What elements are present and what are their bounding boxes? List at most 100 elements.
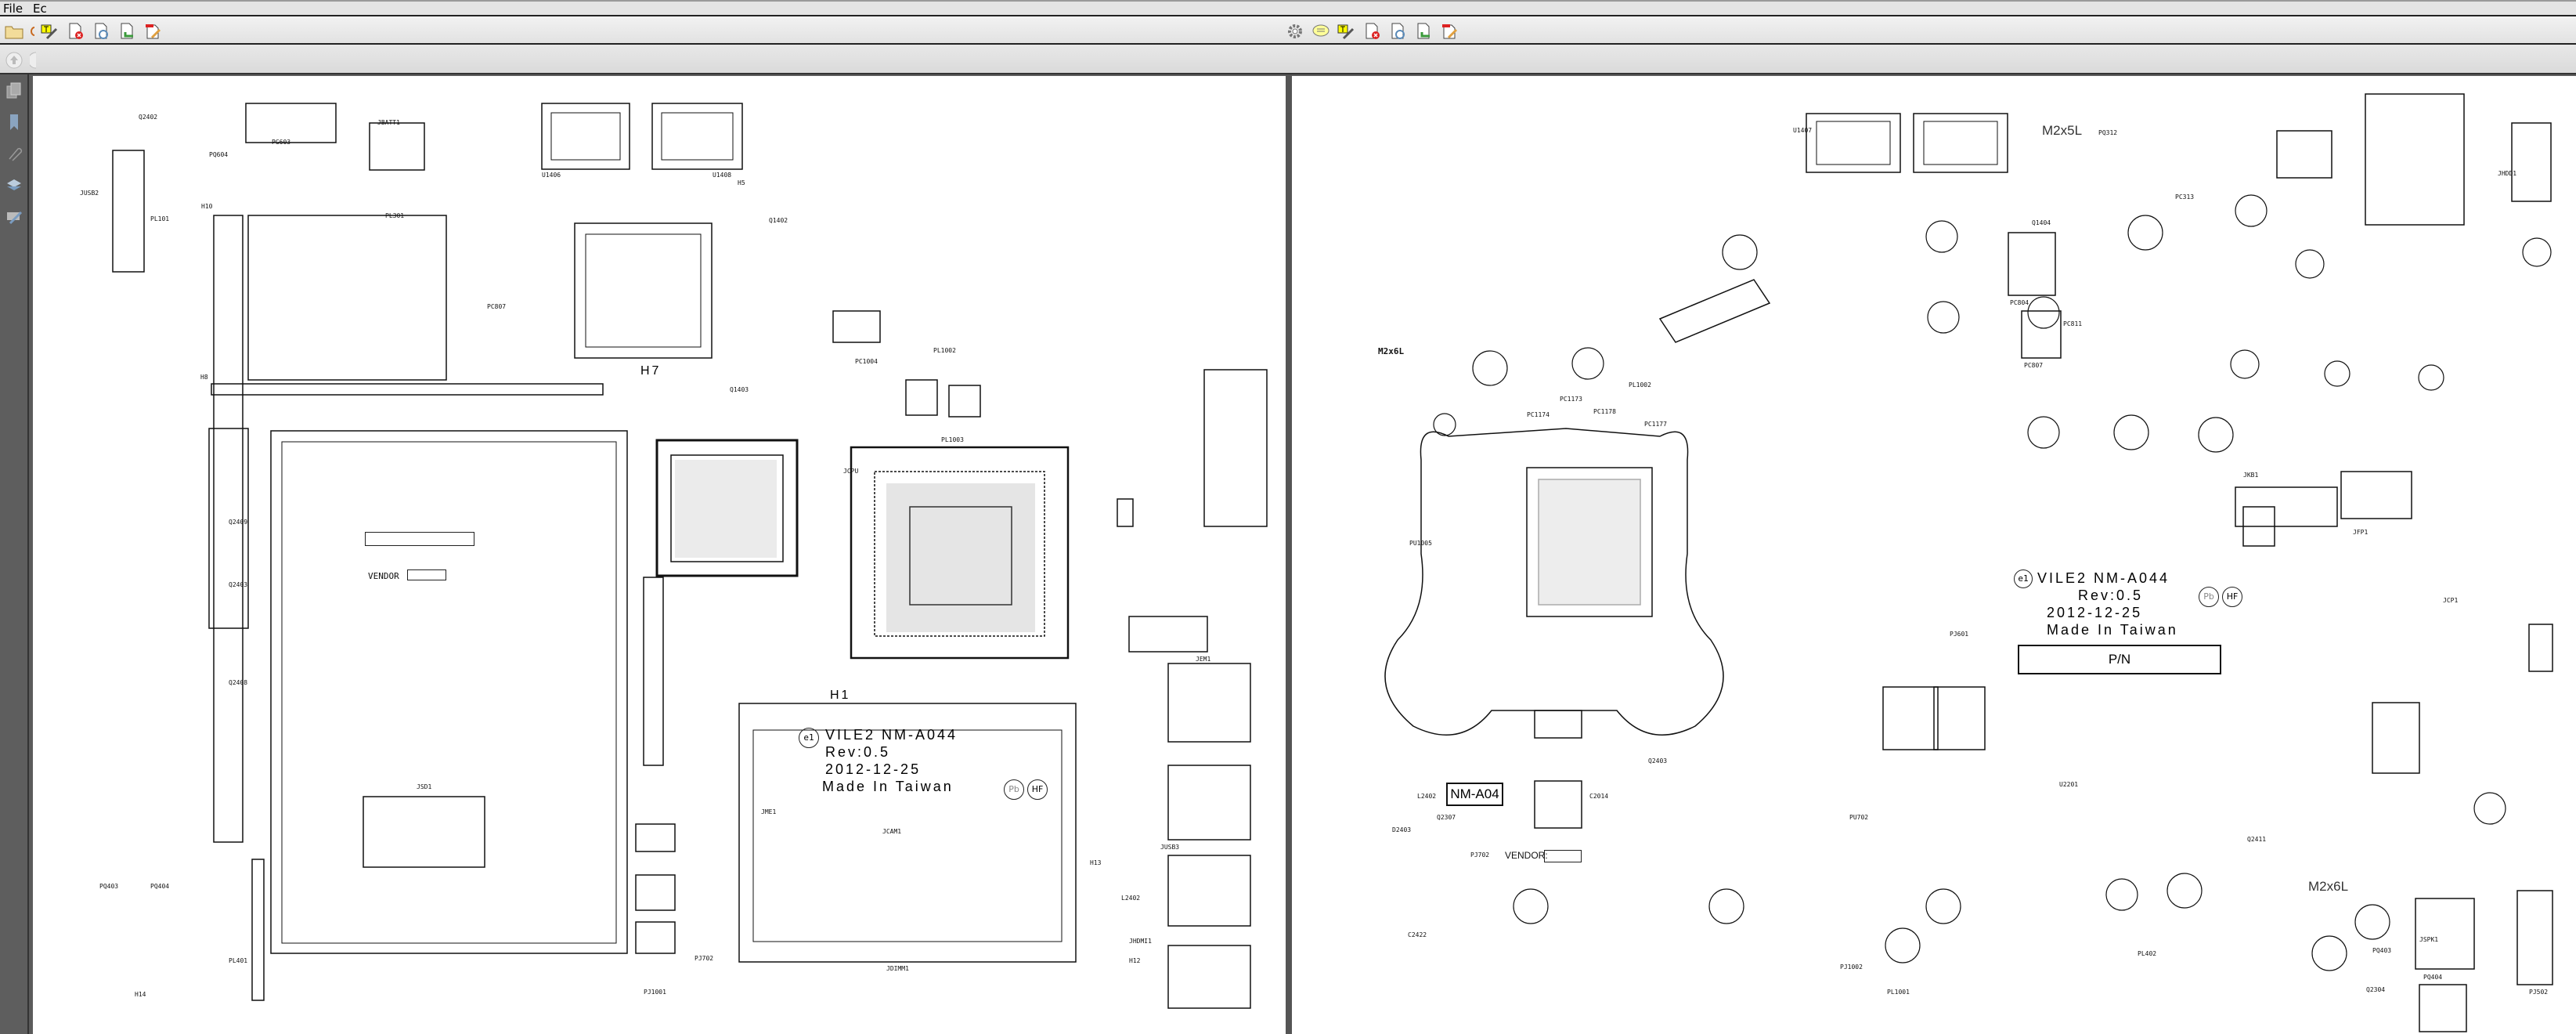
open-folder-icon[interactable]: [5, 23, 23, 40]
ref-label: PC1177: [1644, 421, 1667, 428]
ref-label: JKB1: [2243, 472, 2259, 479]
ref-label: Q2408: [229, 679, 248, 686]
export-file-icon[interactable]: [1416, 23, 1433, 40]
signature-icon[interactable]: [5, 208, 23, 225]
ref-label: Q2307: [1437, 814, 1456, 821]
ref-label: PQ404: [2423, 974, 2443, 981]
pages-icon[interactable]: [5, 82, 23, 99]
ref-label: PL1002: [1629, 381, 1651, 389]
ref-label: U1407: [1793, 127, 1813, 134]
ref-label: PL1001: [1887, 989, 1910, 996]
screw-spec-label: M2x6L: [2308, 879, 2349, 894]
layers-icon[interactable]: [5, 176, 23, 193]
ref-label: Q2411: [2247, 836, 2267, 843]
lead-free-pb-icon: Pb: [1004, 779, 1024, 800]
ref-label: PQ312: [2098, 129, 2118, 136]
bookmark-icon[interactable]: [5, 114, 23, 131]
ref-label: PJ502: [2529, 989, 2549, 996]
e1-badge: e1: [799, 728, 819, 748]
ref-label: PJ601: [1950, 631, 1969, 638]
ref-label: Q2403: [1648, 757, 1668, 765]
ref-label: PC811: [2063, 320, 2083, 327]
ref-label: PG603: [272, 139, 291, 146]
vendor-label: VENDOR:: [1505, 850, 1548, 861]
ref-label: JSD1: [417, 783, 432, 790]
ref-label: PC1178: [1593, 408, 1616, 415]
menu-edit[interactable]: Ec: [33, 2, 47, 16]
attachment-icon[interactable]: [5, 145, 23, 162]
vendor-box: [1544, 850, 1582, 862]
comment-icon[interactable]: [1311, 23, 1329, 40]
ref-label: Q2403: [229, 581, 248, 588]
edit-form-icon[interactable]: [145, 23, 162, 40]
board-origin: Made In Taiwan: [822, 779, 954, 794]
ref-label: D2403: [1392, 826, 1412, 833]
text-field-icon[interactable]: [41, 23, 58, 40]
next-page-button[interactable]: [30, 51, 36, 69]
lead-free-pb-icon: Pb: [2199, 587, 2219, 607]
edit-form-icon[interactable]: [1441, 23, 1459, 40]
ref-label: JDIMM1: [886, 965, 909, 972]
ref-label: PL1003: [941, 436, 964, 443]
ref-label: H14: [135, 991, 146, 998]
ref-label: PC1004: [855, 358, 878, 365]
gear-icon[interactable]: [1286, 23, 1304, 40]
export-file-icon[interactable]: [119, 23, 136, 40]
board-name: VILE2 NM-A044: [825, 727, 958, 743]
ref-label: U1408: [713, 172, 732, 179]
vendor-label: VENDOR: [368, 571, 399, 581]
ref-label: JEM1: [1196, 656, 1211, 663]
text-field-icon[interactable]: [1337, 23, 1355, 40]
ref-label: PQ404: [150, 883, 170, 890]
halogen-free-hf-icon: HF: [1027, 779, 1048, 800]
ref-label: PJ1001: [644, 989, 666, 996]
ref-label: JFP1: [2353, 529, 2369, 536]
board-origin: Made In Taiwan: [2047, 622, 2178, 638]
ref-label: L2402: [1121, 895, 1141, 902]
toolbar: [0, 15, 2576, 45]
refresh-file-icon[interactable]: [93, 23, 110, 40]
nm-board-box: NM-A04: [1446, 783, 1503, 806]
ref-label: C2422: [1408, 931, 1427, 938]
previous-page-button[interactable]: [5, 51, 23, 69]
ref-label: PJ1002: [1840, 964, 1863, 971]
ref-label: Q1403: [730, 386, 749, 393]
menu-file[interactable]: File: [3, 2, 23, 16]
ref-label: JME1: [761, 808, 777, 815]
pcb-outline-right: [1384, 93, 2553, 1032]
remove-file-icon[interactable]: [67, 23, 85, 40]
screw-spec-label: M2x6L: [1378, 346, 1405, 356]
schematic-page-right: M2x6L M2x5L M2x6L e1 VILE2 NM-A044 Rev:0…: [1292, 76, 2576, 1034]
ref-label: L2402: [1417, 793, 1437, 800]
ref-label: H13: [1090, 859, 1102, 866]
ref-label: JCP1: [2443, 597, 2459, 604]
ref-label: PU702: [1849, 814, 1869, 821]
halogen-free-hf-icon: HF: [2222, 587, 2242, 607]
ref-label: JBATT1: [377, 119, 400, 126]
ref-label: PQ403: [2372, 947, 2392, 954]
ref-label: JHDD1: [2498, 170, 2517, 177]
ref-label: PL1002: [933, 347, 956, 354]
ref-label: PQ403: [99, 883, 119, 890]
ref-label: PL301: [385, 212, 405, 219]
ref-label: JUSB2: [80, 190, 99, 197]
ref-label: U1406: [542, 172, 561, 179]
mounting-hole-h1: H1: [830, 689, 851, 702]
ref-label: Q2304: [2366, 986, 2386, 993]
ref-label: H10: [201, 203, 213, 210]
remove-file-icon[interactable]: [1364, 23, 1381, 40]
partial-icon[interactable]: [30, 23, 36, 40]
ref-label: H5: [738, 179, 745, 186]
ref-label: U2201: [2059, 781, 2079, 788]
ref-label: PC1174: [1527, 411, 1550, 418]
ref-label: PL401: [229, 957, 248, 964]
ref-label: Q2402: [139, 114, 158, 121]
board-date: 2012-12-25: [825, 761, 922, 777]
ref-label: PJ702: [695, 955, 714, 962]
screw-spec-label: M2x5L: [2042, 123, 2083, 138]
pcb-outline-left: [112, 103, 1268, 1009]
e1-badge: e1: [2014, 569, 2033, 588]
board-name: VILE2 NM-A044: [2037, 570, 2170, 586]
navigation-pane: [0, 74, 29, 1034]
refresh-file-icon[interactable]: [1390, 23, 1407, 40]
